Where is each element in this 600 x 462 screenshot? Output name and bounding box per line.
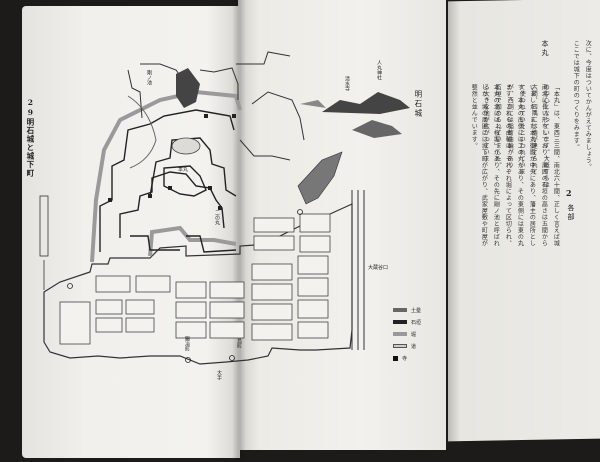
inner-moat [90,89,242,263]
body-column: 本丸の北には「桜堀」があり、その先に剛ノ池と呼ばれる大きな池が広がっていま [482,84,500,247]
body-column: 「本丸」は、東西三三間、南北六十間、正しく言えば城の中心となっています。大概すら… [542,84,560,247]
body-column: す。本丸の南側には二の丸があり、その東側には東の丸が、西側には稲荷曲輪があり [506,84,524,247]
section-title: 各部 [567,204,575,222]
label-tsurunoike: 剛ノ池 [146,70,152,85]
legend-swatch-stonewall [393,320,407,324]
body-column: ます。これらの曲輪は、それぞれ堀によって区切られ、石垣で固められていました。 [494,84,512,247]
right-page-heading: 本丸 [541,40,549,58]
label-hitomaru-shrine: 人丸神社 [376,60,382,80]
legend-label: 土塁 [411,307,422,314]
castle-walls [99,109,237,253]
slope-hatch [297,151,343,205]
next-page-column: 次に、今度はついてかんがえてみましょう。 [584,40,592,170]
legend-label: 寺 [402,355,408,362]
body-column: いました。また本丸御殿が中央にあり、藩主の居所として使われていたといわれていま [518,84,536,247]
figure-number: 29 [25,98,35,118]
label-ootemon: 大手 [216,370,222,380]
label-ninomaru: 二の丸 [214,210,220,225]
legend-swatch-moat [393,332,407,336]
legend-label: 堀 [411,331,417,338]
north-area [127,51,305,161]
legend-row: 土塁 [393,304,439,316]
label-ohashiguchi: 大蔵谷口 [368,265,389,271]
east-road [351,190,365,350]
label-honmaru: 本丸 [178,167,189,173]
legend-row: 堀 [393,328,439,340]
label-shimamachi: 島町 [236,338,242,348]
figure-title: 明石城 [413,90,423,119]
figure-caption-text: 明石城と城下町 [25,118,35,178]
body-column: 南北に長い形をしており、周囲の石垣の高さは五間から六間、四隅には櫓が建てられて [530,84,548,247]
west-town [39,195,49,290]
figure-caption: 29明石城と城下町 [25,98,35,178]
town-blocks [59,213,331,345]
pond [171,137,201,155]
label-kajimachi: 鍛冶町 [184,336,190,351]
legend-row: 寺 [393,352,439,364]
body-column: した。城の周囲には城下町が広がり、武家屋敷や町屋が整然と並んでいます。 [470,84,488,247]
legend-row: 道 [393,340,439,352]
legend-label: 石垣 [411,319,422,326]
gate-markers [67,209,303,363]
map-legend: 土塁 石垣 堀 道 寺 [393,304,439,364]
label-seiraiji: 清水寺 [344,76,350,91]
legend-swatch-earthwork [393,308,407,312]
hill-hatch [176,68,200,108]
next-page-column: ここでは城下の町のつくりをみます。 [572,40,580,151]
legend-label: 道 [411,343,417,350]
legend-row: 石垣 [393,316,439,328]
legend-swatch-temple [393,355,398,361]
stream [127,95,157,169]
section-number: 2 [566,188,572,198]
mountains [300,92,410,138]
tower-markers [108,114,236,210]
legend-swatch-road [393,344,407,348]
